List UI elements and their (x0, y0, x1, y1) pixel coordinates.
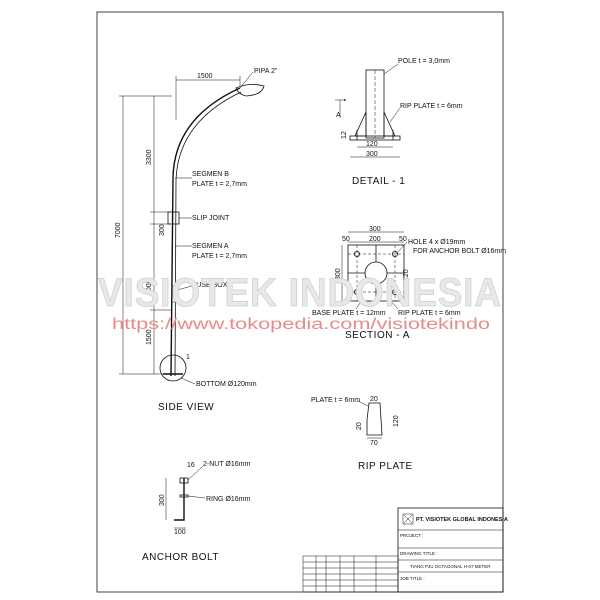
section-cut-mark: A (336, 112, 341, 119)
anchor-ring-label: RING Ø16mm (206, 496, 251, 503)
anchor-bolt: 16 2-NUT Ø16mm RING Ø16mm 300 100 ANCHOR… (142, 461, 251, 563)
callout-fuse-box: FUSE BOX (192, 282, 228, 289)
section-dim-300-top: 300 (369, 226, 381, 233)
section-dim-50-right: 50 (399, 236, 407, 243)
section-hole-tr (391, 250, 398, 257)
dim-bottom-text: 1500 (146, 329, 153, 345)
tb-drawing-title-label: DRAWING TITLE : (400, 551, 438, 556)
dim-overlap-text: 300 (159, 224, 166, 236)
anchor-nut (179, 477, 189, 484)
luminaire (235, 84, 265, 97)
watermark-url: https://www.tokopedia.com/visiotekindo (112, 316, 490, 333)
section-hole-br (391, 288, 398, 295)
dim-upper-text: 3300 (146, 149, 153, 165)
rip-plate-view: PLATE t = 6mm 20 20 70 120 RIP PLATE (311, 396, 413, 472)
rip-plate-shape (366, 402, 383, 436)
leader-anchor-nut (187, 465, 204, 481)
detail-rip-label: RIP PLATE t = 6mm (400, 103, 463, 110)
detail-pole-label: POLE t = 3,0mm (398, 58, 450, 65)
watermark-brand: VISIOTEK INDONESIA (98, 271, 502, 315)
tb-drawing-title: TIANG PJU OCTAGONAL H-07 METER (410, 564, 491, 569)
detail-base-plate (349, 135, 401, 141)
anchor-bolt-title: ANCHOR BOLT (142, 552, 219, 563)
anchor-bolt-shape (174, 478, 185, 521)
anchor-dim-300: 300 (159, 494, 166, 506)
dim-lower-text: 4000 (146, 279, 153, 295)
leader-rip-plate (357, 400, 369, 407)
section-base-label: BASE PLATE t = 12mm (312, 310, 386, 317)
leader-anchor-ring (187, 495, 206, 499)
section-rip-label: RIP PLATE t = 6mm (398, 310, 461, 317)
title-block-frame (397, 507, 504, 593)
callout-bottom: BOTTOM Ø120mm (196, 381, 257, 388)
leader-fuse-box (176, 285, 193, 291)
section-hole-bl (353, 288, 360, 295)
tb-project-label: PROJECT : (400, 533, 423, 538)
pole-shaft (170, 87, 241, 377)
drawing-border (96, 11, 504, 593)
rip-dim-120: 120 (393, 415, 400, 427)
pole-shaft-inner (174, 91, 242, 377)
section-a-title: SECTION - A (345, 330, 410, 341)
detail-dim-12: 12 (341, 131, 348, 139)
watermark: VISIOTEK INDONESIA https://www.tokopedia… (98, 271, 502, 333)
rip-plate-title: RIP PLATE (358, 461, 413, 472)
callout-segmen-b-2: PLATE t = 2,7mm (192, 181, 247, 188)
tb-job-title-label: JOB TITLE : (400, 576, 425, 581)
section-hole-label-1: HOLE 4 x Ø19mm (408, 239, 465, 246)
detail-1: POLE t = 3,0mm RIP PLATE t = 6mm A 12 12… (335, 58, 463, 187)
slip-joint-sleeve (167, 211, 180, 225)
rip-dim-20-top: 20 (370, 396, 378, 403)
side-view-title: SIDE VIEW (158, 402, 214, 413)
section-hole-label-2: FOR ANCHOR BOLT Ø16mm (413, 248, 506, 255)
section-dim-200: 200 (369, 236, 381, 243)
rip-dim-70: 70 (370, 440, 378, 447)
section-dim-50-left: 50 (342, 236, 350, 243)
side-view: 1500 7000 3300 300 4000 1500 PIPA 2" SEG… (115, 68, 278, 413)
dim-total-text: 7000 (115, 222, 122, 238)
leader-section-rip (387, 297, 399, 310)
fuse-box-door (171, 285, 178, 303)
tb-company: PT. VISIOTEK GLOBAL INDONESIA (416, 517, 508, 523)
section-hole-tl (353, 250, 360, 257)
title-block: PT. VISIOTEK GLOBAL INDONESIA PROJECT : … (302, 507, 508, 593)
callout-segmen-a-1: SEGMEN A (192, 243, 229, 250)
anchor-dim-16: 16 (187, 462, 195, 469)
leader-pipa (239, 71, 254, 89)
callout-segmen-a-2: PLATE t = 2,7mm (192, 253, 247, 260)
callout-segmen-b-1: SEGMEN B (192, 171, 229, 178)
callout-marker-1: 1 (186, 354, 190, 361)
leader-detail-pole (383, 63, 399, 75)
callout-pipa: PIPA 2" (254, 68, 278, 75)
leader-bottom (180, 377, 196, 385)
detail-dim-120: 120 (366, 141, 378, 148)
section-a: 300 50 200 50 300 120 HOLE 4 x Ø19mm FOR… (312, 226, 506, 341)
dim-arm-text: 1500 (197, 73, 213, 80)
detail-dim-300: 300 (366, 151, 378, 158)
base-detail-circle (159, 354, 187, 382)
section-dim-300-side: 300 (335, 268, 342, 280)
section-dim-120: 120 (403, 269, 410, 281)
anchor-dim-100: 100 (174, 529, 186, 536)
rip-dim-20-side: 20 (356, 422, 363, 430)
callout-slip-joint: SLIP JOINT (192, 215, 230, 222)
leader-section-hole (395, 241, 408, 255)
company-logo-icon (402, 513, 414, 525)
anchor-nut-label: 2-NUT Ø16mm (203, 461, 250, 468)
leader-section-base (355, 299, 363, 310)
detail-1-title: DETAIL - 1 (352, 176, 405, 187)
rip-plate-label: PLATE t = 6mm (311, 397, 360, 404)
leader-detail-rip (389, 107, 401, 123)
